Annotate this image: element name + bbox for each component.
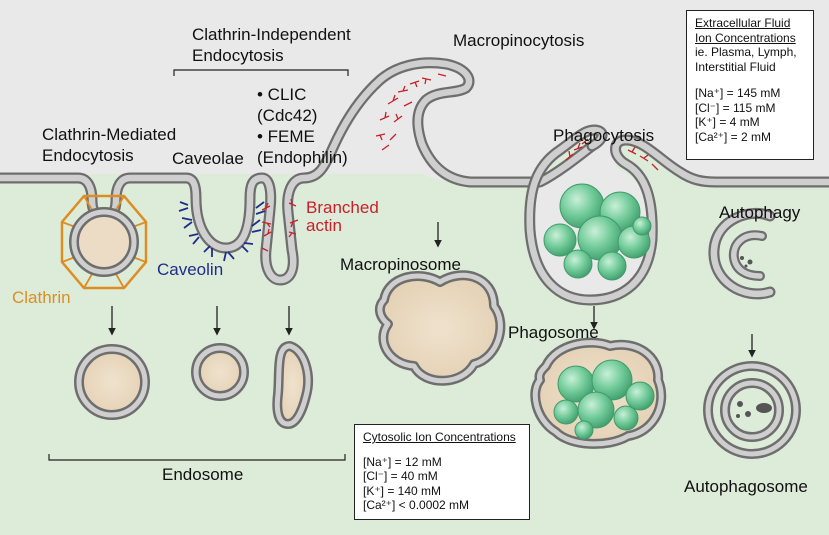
caveolin-coat [178, 201, 266, 262]
autophagosome [703, 361, 801, 459]
extracellular-box-title: Extracellular Fluid Ion Concentrations [695, 16, 796, 45]
cytosolic-ion-row: [Na⁺] = 12 mM [363, 454, 442, 469]
endosome-bracket [48, 454, 346, 461]
clathrin-mediated-label: Clathrin-Mediated Endocytosis [42, 125, 177, 165]
autophagy-label: Autophagy [719, 203, 801, 222]
extracellular-box-subtitle: ie. Plasma, Lymph, Interstitial Fluid [695, 45, 797, 74]
plasma-membrane [0, 57, 829, 306]
cytosolic-ion-row: [K⁺] = 140 mM [363, 483, 442, 498]
endosome-vesicles [74, 341, 313, 429]
clic-feme-label: • CLIC (Cdc42) • FEME (Endophilin) [257, 85, 348, 167]
phagosome [530, 337, 667, 449]
extracellular-ion-row: [K⁺] = 4 mM [695, 115, 760, 129]
cytosolic-ion-box: Cytosolic Ion Concentrations [Na⁺] = 12 … [354, 424, 530, 520]
extracellular-ion-row: [Cl⁻] = 115 mM [695, 100, 776, 115]
extracellular-ion-box: Extracellular Fluid Ion Concentrations i… [686, 10, 814, 160]
endosome-label: Endosome [162, 465, 244, 484]
autophagosome-label: Autophagosome [684, 477, 808, 496]
macropinosome [374, 270, 506, 386]
macropinosome-label: Macropinosome [340, 255, 461, 274]
process-arrows [108, 222, 756, 358]
phagosome-label: Phagosome [508, 323, 599, 342]
branched-actin-phagocytosis [565, 138, 659, 171]
autophagy-phagophore [708, 207, 776, 300]
branched-actin-label: Branched actin [306, 198, 379, 235]
phagocytosed-particle [543, 183, 652, 281]
phagocytosis-label: Phagocytosis [553, 126, 655, 145]
clathrin-independent-label: Clathrin-Independent Endocytosis [192, 25, 351, 65]
cytosolic-ion-row: [Ca²⁺] < 0.0002 mM [363, 498, 470, 512]
clathrin-label: Clathrin [12, 288, 71, 307]
extracellular-ion-row: [Ca²⁺] = 2 mM [695, 129, 772, 144]
cytosolic-ion-row: [Cl⁻] = 40 mM [363, 469, 438, 483]
cytosolic-box-title: Cytosolic Ion Concentrations [363, 430, 516, 444]
branched-actin-macropinocytosis [375, 73, 447, 151]
extracellular-ion-row: [Na⁺] = 145 mM [695, 86, 781, 100]
branched-actin-clic [261, 198, 299, 252]
caveolae-label: Caveolae [172, 149, 244, 168]
caveolin-label: Caveolin [157, 260, 224, 279]
clathrin-independent-bracket [173, 69, 349, 76]
macropinocytosis-label: Macropinocytosis [453, 31, 585, 50]
